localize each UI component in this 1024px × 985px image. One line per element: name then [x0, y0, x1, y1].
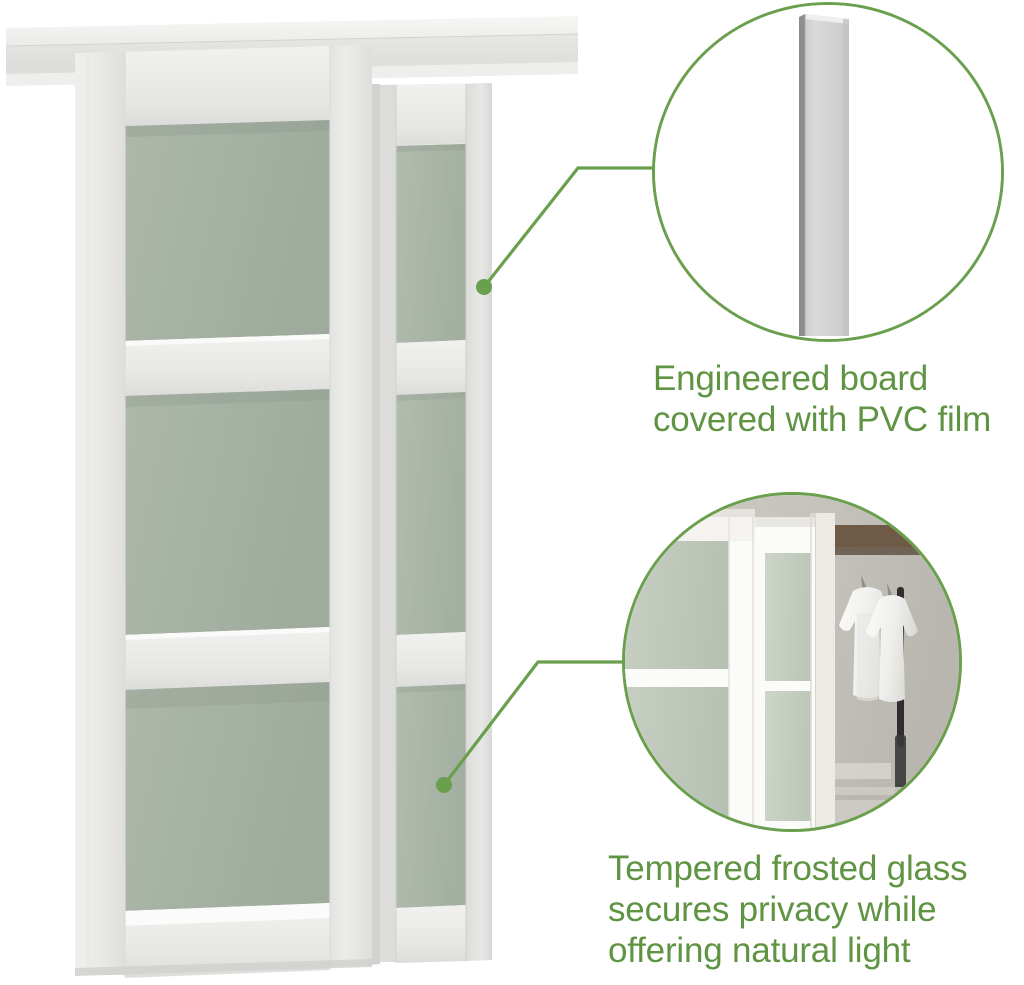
sliding-door-illustration: [5, 16, 579, 978]
panel-2-lite-bottom: [765, 691, 811, 821]
hanging-shirt-2: [866, 583, 918, 702]
engineered-board-callout-circle: [652, 2, 1004, 342]
front-sliding-panel: [75, 45, 372, 978]
panel-1-lite-bottom: [625, 685, 737, 829]
panel-1-lite-top: [625, 539, 737, 669]
rear-sliding-panel: [378, 83, 492, 963]
door-slab-edge-view: [799, 14, 849, 336]
frosted-glass-panels-closeup: [625, 509, 835, 829]
closet-shelf-trim: [821, 525, 959, 547]
engineered-board-caption: Engineered board covered with PVC film: [653, 359, 992, 439]
closet-box: [821, 763, 891, 779]
panel-gap-shadow: [370, 84, 380, 965]
panel-2-lite-top: [765, 553, 811, 681]
frosted-glass-caption: Tempered frosted glass secures privacy w…: [608, 849, 968, 970]
frosted-glass-callout-circle: [622, 492, 962, 832]
